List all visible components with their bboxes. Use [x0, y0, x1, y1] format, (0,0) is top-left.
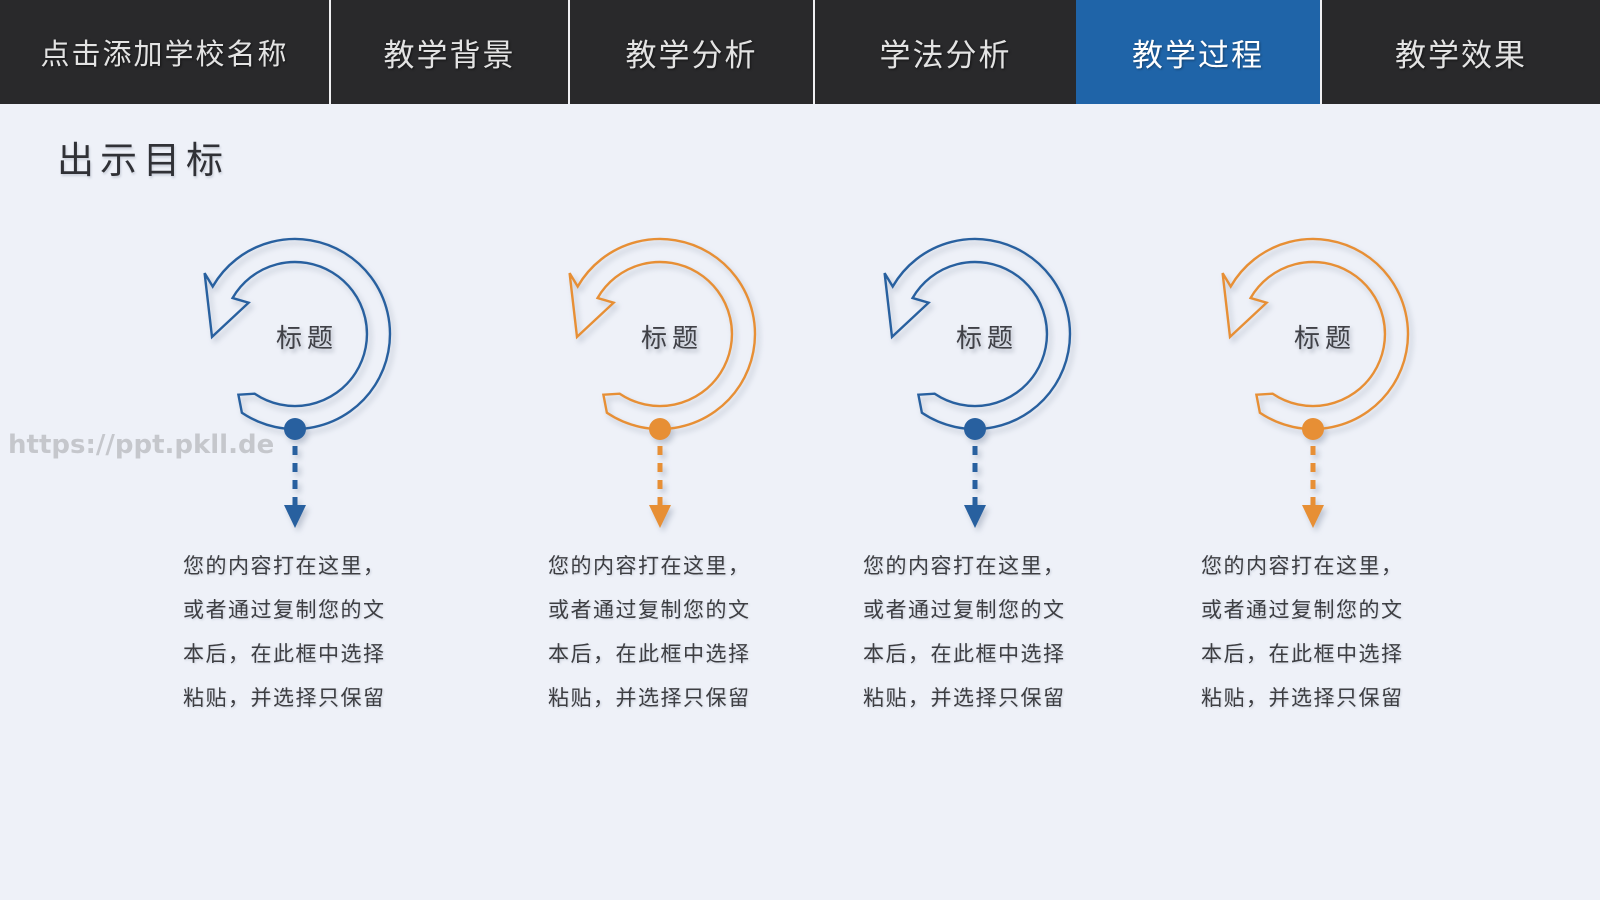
column-title-label: 标题: [275, 324, 338, 354]
column-title-label: 标题: [640, 324, 703, 354]
body-line: 您的内容打在这里，: [183, 554, 386, 578]
circular-arrow-graphic: [203, 237, 392, 528]
circular-arrow-ring: [883, 237, 1072, 431]
connector-dot: [284, 418, 306, 440]
down-arrowhead-icon: [649, 505, 671, 528]
column-body-text: 您的内容打在这里， 或者通过复制您的文 本后，在此框中选择 粘贴，并选择只保留: [863, 544, 1066, 720]
body-line: 本后，在此框中选择: [548, 642, 751, 666]
watermark-url: https://ppt.pkll.de: [8, 430, 275, 460]
circular-arrow-graphic: [883, 237, 1072, 528]
body-line: 粘贴，并选择只保留: [548, 686, 751, 710]
body-line: 或者通过复制您的文: [1201, 598, 1404, 622]
column-title-label: 标题: [1293, 324, 1356, 354]
tab-learning-method-analysis[interactable]: 学法分析: [879, 37, 1012, 73]
diagram-column-3: 标题 您的内容打在这里， 或者通过复制您的文 本后，在此框中选择 粘贴，并选择只…: [855, 222, 1095, 742]
body-line: 您的内容打在这里，: [863, 554, 1066, 578]
body-line: 或者通过复制您的文: [183, 598, 386, 622]
diagram-column-4: 标题 您的内容打在这里， 或者通过复制您的文 本后，在此框中选择 粘贴，并选择只…: [1193, 222, 1433, 742]
column-body-text: 您的内容打在这里， 或者通过复制您的文 本后，在此框中选择 粘贴，并选择只保留: [183, 544, 386, 720]
body-line: 粘贴，并选择只保留: [863, 686, 1066, 710]
body-line: 本后，在此框中选择: [183, 642, 386, 666]
tab-teaching-process[interactable]: 教学过程: [1076, 0, 1322, 104]
down-arrowhead-icon: [964, 505, 986, 528]
circular-arrow-ring: [203, 237, 392, 431]
tab-teaching-analysis[interactable]: 教学分析: [570, 0, 815, 104]
down-arrowhead-icon: [1302, 505, 1324, 528]
down-arrowhead-icon: [284, 505, 306, 528]
connector-dot: [649, 418, 671, 440]
circular-arrow-ring: [568, 237, 757, 431]
body-line: 粘贴，并选择只保留: [1201, 686, 1404, 710]
connector-dot: [1302, 418, 1324, 440]
body-line: 您的内容打在这里，: [548, 554, 751, 578]
tab-teaching-effect[interactable]: 教学效果: [1395, 37, 1527, 73]
diagram-column-1: 标题 您的内容打在这里， 或者通过复制您的文 本后，在此框中选择 粘贴，并选择只…: [175, 222, 415, 742]
circular-arrow-graphic: [1221, 237, 1410, 528]
body-line: 本后，在此框中选择: [1201, 642, 1404, 666]
tab-teaching-background[interactable]: 教学背景: [331, 0, 570, 104]
column-body-text: 您的内容打在这里， 或者通过复制您的文 本后，在此框中选择 粘贴，并选择只保留: [1201, 544, 1404, 720]
page-title: 出示目标: [57, 139, 229, 182]
diagram-column-2: 标题 您的内容打在这里， 或者通过复制您的文 本后，在此框中选择 粘贴，并选择只…: [540, 222, 780, 742]
body-line: 粘贴，并选择只保留: [183, 686, 386, 710]
body-line: 您的内容打在这里，: [1201, 554, 1404, 578]
body-line: 或者通过复制您的文: [548, 598, 751, 622]
circular-arrow-graphic: [568, 237, 757, 528]
body-line: 本后，在此框中选择: [863, 642, 1066, 666]
connector-dot: [964, 418, 986, 440]
body-line: 或者通过复制您的文: [863, 598, 1066, 622]
tab-school-name[interactable]: 点击添加学校名称: [0, 0, 331, 104]
column-body-text: 您的内容打在这里， 或者通过复制您的文 本后，在此框中选择 粘贴，并选择只保留: [548, 544, 751, 720]
circular-arrow-ring: [1221, 237, 1410, 431]
column-title-label: 标题: [955, 324, 1018, 354]
nav-bar: 点击添加学校名称 教学背景 教学分析 学法分析 教学过程 教学效果: [0, 0, 1600, 104]
